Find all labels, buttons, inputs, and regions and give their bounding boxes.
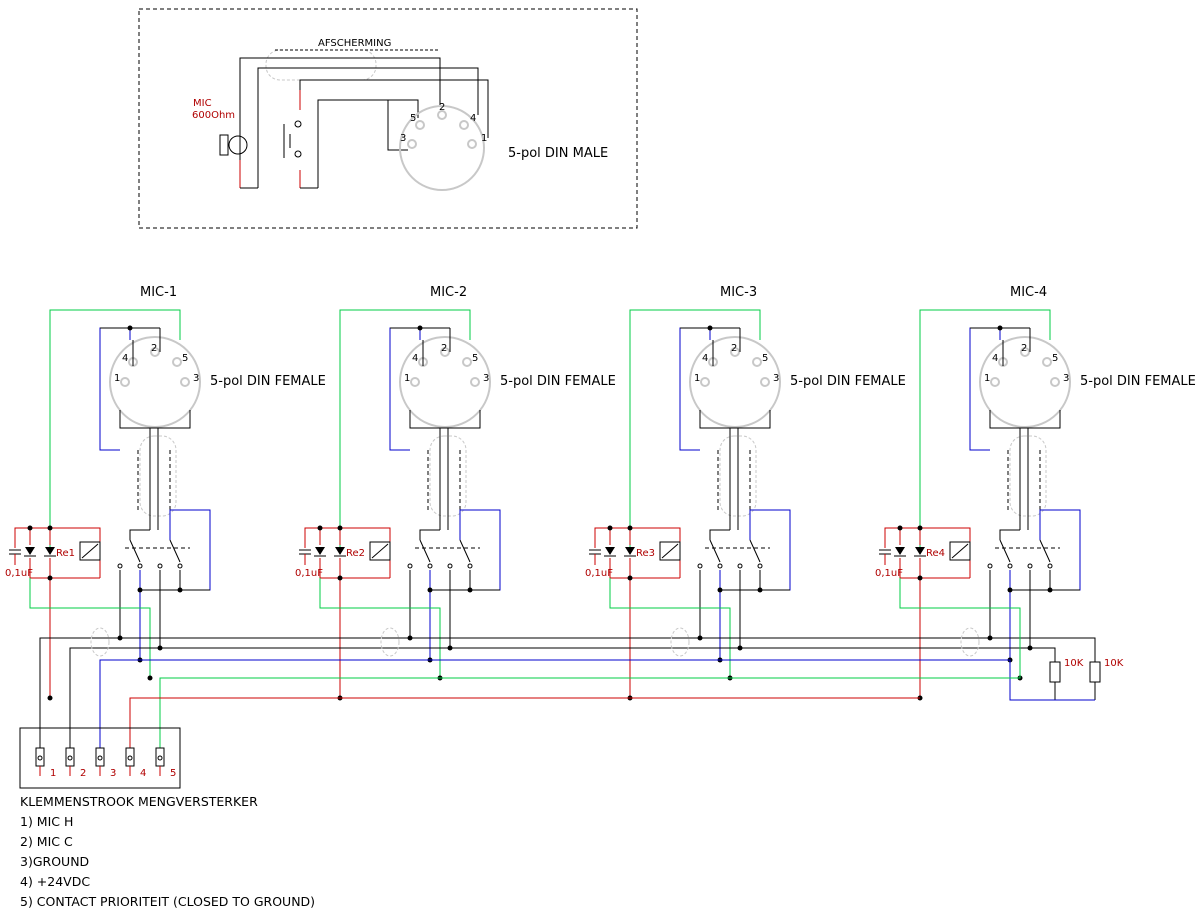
female-connector-label: 5-pol DIN FEMALE: [500, 374, 616, 389]
relay-label: Re2: [346, 548, 365, 559]
terminal-pin-label: 3: [110, 768, 116, 779]
female-pin: 2: [151, 343, 157, 354]
resistor-1-label: 10K: [1064, 658, 1084, 669]
female-pin: 4: [412, 353, 418, 364]
male-pin-5: 5: [410, 113, 416, 124]
din-female-connector: [689, 336, 781, 428]
legend-item-5: 5) CONTACT PRIORITEIT (CLOSED TO GROUND): [20, 894, 316, 909]
legend-item-4: 4) +24VDC: [20, 874, 91, 889]
channel-1: MIC-1 4 2 5 1 3 5-pol DIN FEMALE 0,1uF Re1: [5, 285, 326, 701]
relay-label: Re1: [56, 548, 75, 559]
mic-label-1: MIC: [193, 98, 212, 109]
female-pin: 1: [114, 373, 120, 384]
terminal-pin-label: 1: [50, 768, 56, 779]
relay-label: Re4: [926, 548, 945, 559]
female-pin: 2: [1021, 343, 1027, 354]
resistor-1: [1049, 661, 1061, 683]
female-pin: 3: [1063, 373, 1069, 384]
din-female-connector: [979, 336, 1071, 428]
bus-lines: 10K 10K: [39, 608, 1124, 748]
female-connector-label: 5-pol DIN FEMALE: [210, 374, 326, 389]
female-pin: 3: [773, 373, 779, 384]
channel-4: MIC-4 4 2 5 1 3 5-pol DIN FEMALE 0,1uF Re4: [875, 285, 1196, 701]
male-connector-label: 5-pol DIN MALE: [508, 146, 608, 161]
diode-icon: [335, 547, 345, 555]
resistor-2-label: 10K: [1104, 658, 1124, 669]
diode-icon: [45, 547, 55, 555]
mic-label-2: 600Ohm: [192, 110, 235, 121]
female-pin: 5: [472, 353, 478, 364]
channel-2: MIC-2 4 2 5 1 3 5-pol DIN FEMALE 0,1uF Re2: [295, 285, 616, 701]
shield-label: AFSCHERMING: [318, 38, 391, 49]
shield-outline: [265, 49, 377, 81]
terminal-4: [125, 747, 135, 767]
terminal-5: [155, 747, 165, 767]
female-pin: 4: [122, 353, 128, 364]
legend: KLEMMENSTROOK MENGVERSTERKER 1) MIC H 2)…: [20, 792, 315, 912]
capacitor-label: 0,1uF: [295, 568, 323, 579]
diode-icon: [915, 547, 925, 555]
channel-title: MIC-2: [430, 285, 467, 300]
female-pin: 2: [731, 343, 737, 354]
female-pin: 5: [1052, 353, 1058, 364]
push-switch-icon: [294, 120, 302, 128]
female-connector-label: 5-pol DIN FEMALE: [1080, 374, 1196, 389]
terminal-pin-label: 4: [140, 768, 146, 779]
female-pin: 1: [404, 373, 410, 384]
terminal-3: [95, 747, 105, 767]
din-male-connector: [399, 105, 485, 191]
male-pin-4: 4: [470, 113, 476, 124]
microphone-icon: [228, 135, 248, 155]
legend-item-1: 1) MIC H: [20, 814, 74, 829]
channel-title: MIC-4: [1010, 285, 1047, 300]
channel-title: MIC-3: [720, 285, 757, 300]
legend-item-3: 3)GROUND: [20, 854, 90, 869]
mic-box: AFSCHERMING MIC 600Ohm: [138, 8, 638, 229]
din-female-connector: [109, 336, 201, 428]
capacitor-label: 0,1uF: [875, 568, 903, 579]
terminal-pin-label: 5: [170, 768, 176, 779]
female-pin: 1: [694, 373, 700, 384]
terminal-2: [65, 747, 75, 767]
channel-group: MIC-1 4 2 5 1 3 5-pol DIN FEMALE 0,1uF Re1 MIC-2 4…: [5, 285, 1196, 701]
female-pin: 4: [702, 353, 708, 364]
male-pin-1: 1: [481, 133, 487, 144]
legend-title: KLEMMENSTROOK MENGVERSTERKER: [20, 794, 258, 809]
channel-title: MIC-1: [140, 285, 177, 300]
female-pin: 5: [182, 353, 188, 364]
female-pin: 2: [441, 343, 447, 354]
female-connector-label: 5-pol DIN FEMALE: [790, 374, 906, 389]
diode-icon: [895, 547, 905, 555]
capacitor-label: 0,1uF: [5, 568, 33, 579]
terminal-strip-frame: [19, 727, 181, 789]
resistor-2: [1089, 661, 1101, 683]
female-pin: 1: [984, 373, 990, 384]
male-pin-3: 3: [400, 133, 406, 144]
male-pin-2: 2: [439, 102, 445, 113]
terminal-pin-label: 2: [80, 768, 86, 779]
female-pin: 5: [762, 353, 768, 364]
terminal-strip: 1 2 3 4 5: [19, 727, 181, 789]
din-female-connector: [399, 336, 491, 428]
legend-item-2: 2) MIC C: [20, 834, 73, 849]
diode-icon: [625, 547, 635, 555]
female-pin: 3: [483, 373, 489, 384]
mic-box-frame: [138, 8, 638, 229]
female-pin: 3: [193, 373, 199, 384]
diode-icon: [315, 547, 325, 555]
diode-icon: [605, 547, 615, 555]
capacitor-label: 0,1uF: [585, 568, 613, 579]
female-pin: 4: [992, 353, 998, 364]
channel-3: MIC-3 4 2 5 1 3 5-pol DIN FEMALE 0,1uF Re3: [585, 285, 906, 701]
terminal-1: [35, 747, 45, 767]
relay-label: Re3: [636, 548, 655, 559]
diode-icon: [25, 547, 35, 555]
